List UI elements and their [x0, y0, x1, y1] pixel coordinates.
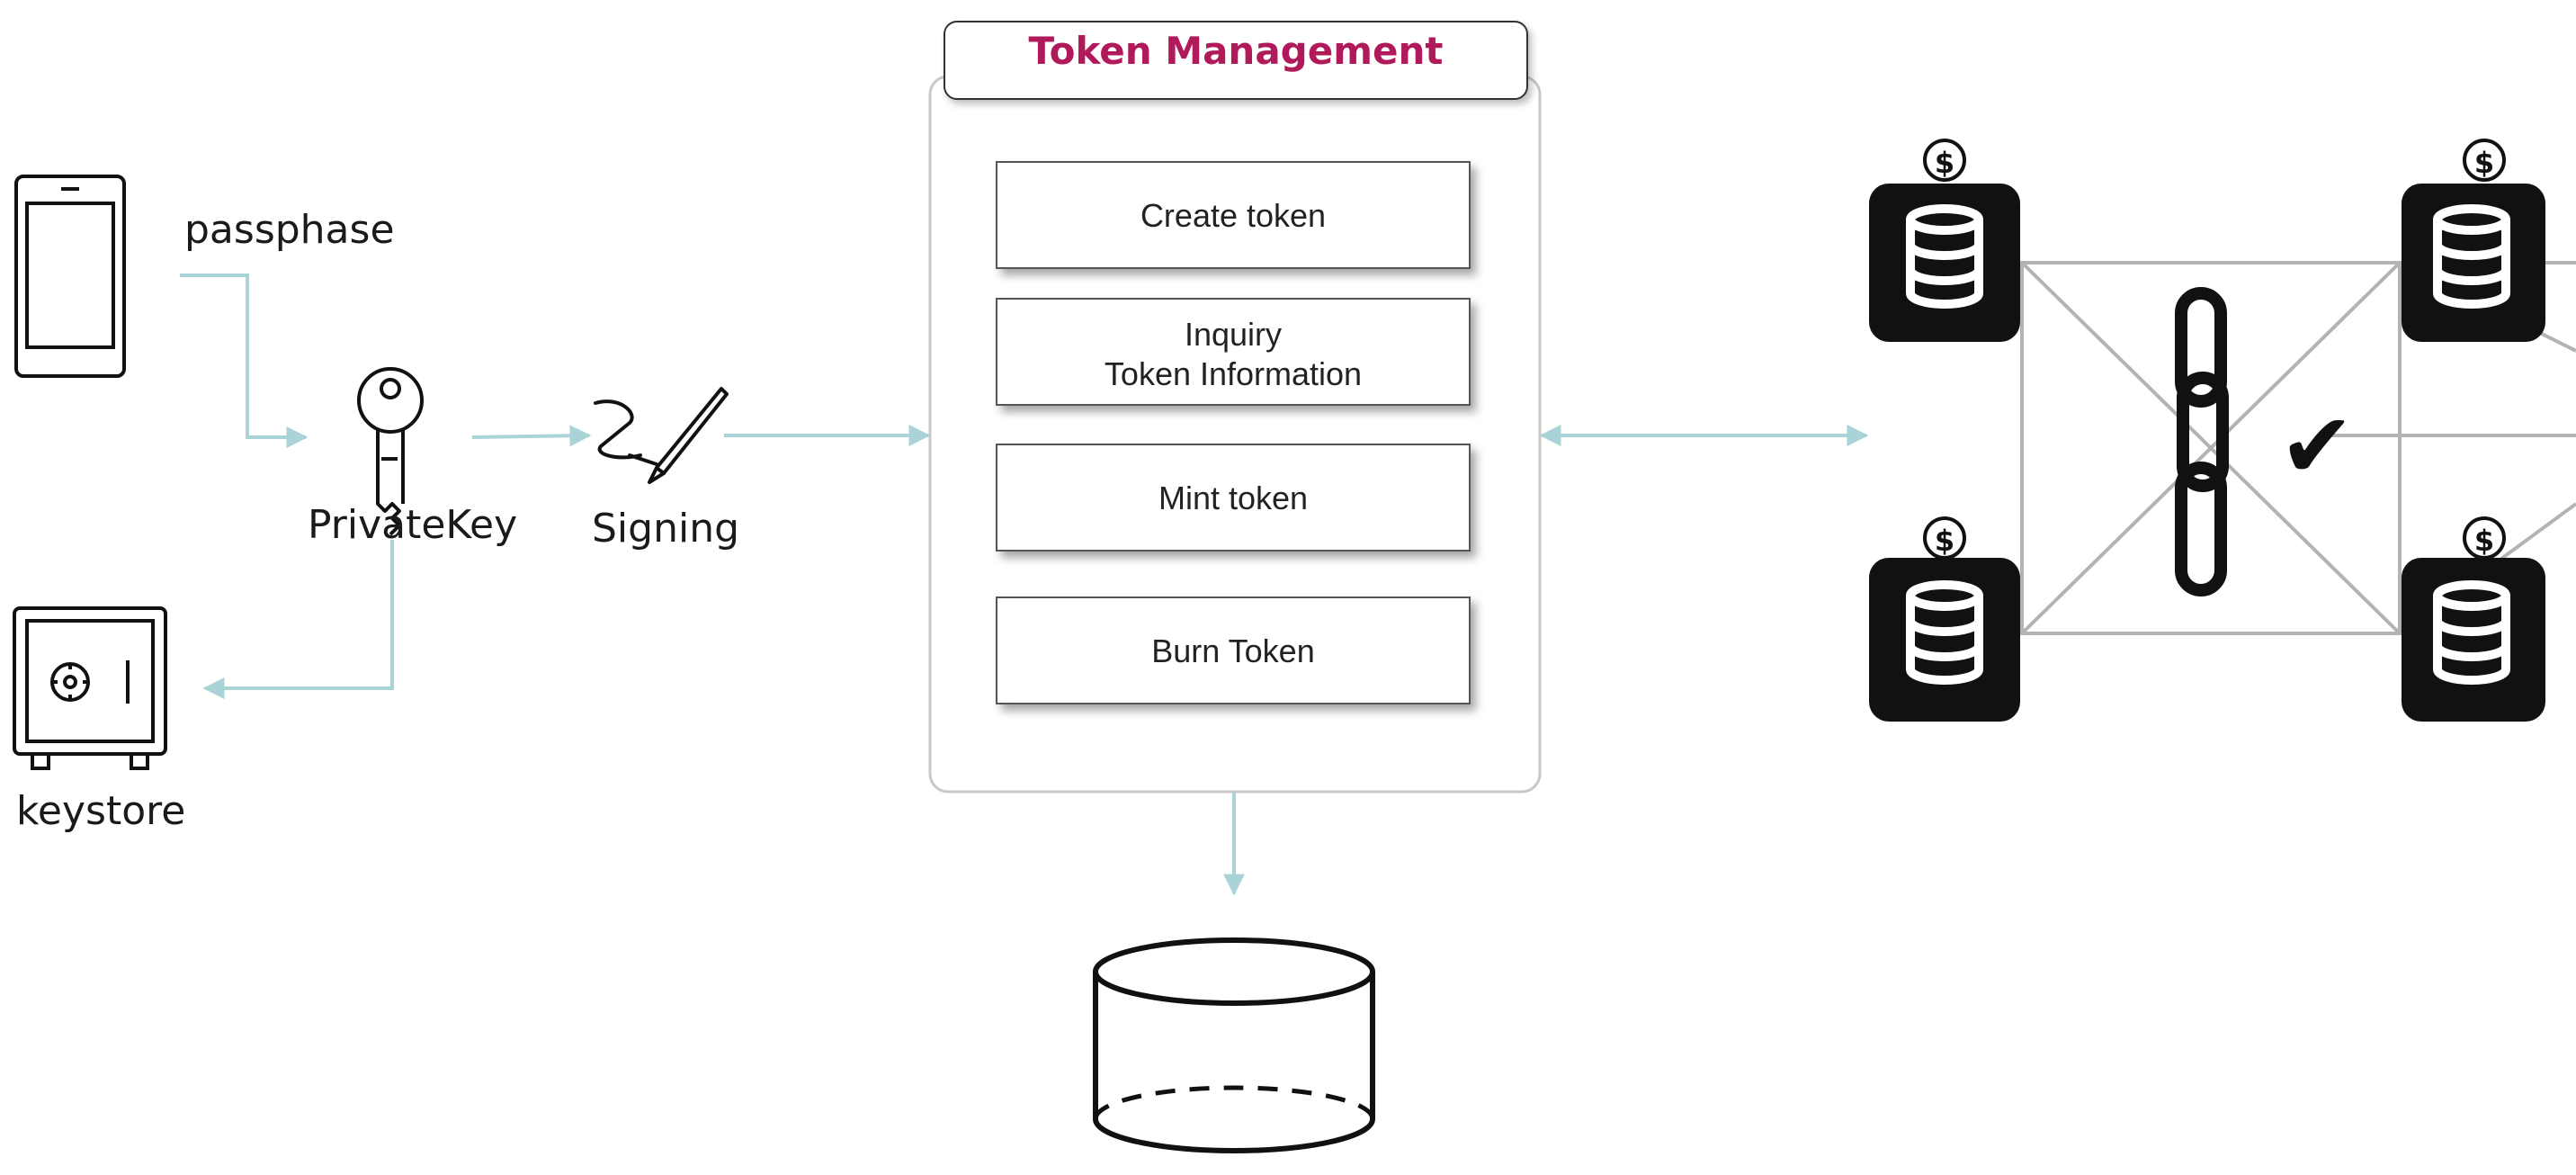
checkmark-icon: ✔	[2279, 393, 2355, 498]
token-management-title: Token Management	[1029, 29, 1444, 73]
coin-icon	[2463, 139, 2506, 182]
mint-token-label: Mint token	[1158, 480, 1308, 516]
inquiry-token-information-button[interactable]: Inquiry Token Information	[996, 298, 1471, 406]
burn-token-button[interactable]: Burn Token	[996, 596, 1471, 704]
coin-symbol: $	[1935, 524, 1954, 558]
key-to-signing-connector	[471, 425, 592, 447]
burn-token-label: Burn Token	[1151, 632, 1314, 669]
blockchain-node-top-left: $	[1869, 139, 2020, 342]
safe-icon	[13, 606, 167, 770]
coin-symbol: $	[1935, 146, 1954, 180]
database-stack-icon	[1906, 204, 1983, 309]
coin-symbol: $	[2474, 524, 2494, 558]
inquiry-label-line1: Inquiry	[1185, 316, 1282, 353]
passphrase-label: passphase	[184, 207, 395, 253]
mint-token-button[interactable]: Mint token	[996, 444, 1471, 552]
database-stack-icon	[2433, 580, 2510, 685]
blockchain-network: ✔ $ $	[1869, 139, 2576, 722]
smartphone-icon	[14, 175, 126, 378]
coin-symbol: $	[2474, 146, 2494, 180]
database-stack-icon	[1906, 580, 1983, 685]
key-icon	[357, 367, 424, 536]
token-management-title-box	[944, 21, 1528, 100]
connectors	[180, 274, 1869, 896]
database-icon	[1093, 937, 1375, 1153]
chain-link-icon	[2175, 287, 2229, 596]
private-key-label: PrivateKey	[308, 502, 517, 548]
create-token-label: Create token	[1140, 197, 1326, 234]
database-stack-icon	[2433, 204, 2510, 309]
blockchain-node-bottom-left: $	[1869, 516, 2020, 722]
keystore-label: keystore	[16, 788, 185, 834]
key-to-keystore-connector	[202, 540, 394, 699]
passphrase-to-key-connector	[180, 274, 309, 448]
token-operation-buttons: Create token Inquiry Token Information M…	[996, 161, 1471, 704]
signing-label: Signing	[592, 506, 739, 552]
blockchain-node-bottom-right: $	[2402, 516, 2545, 722]
coin-icon	[2463, 516, 2506, 560]
blockchain-node-top-right: $	[2402, 139, 2545, 342]
inquiry-label-line2: Token Information	[1105, 355, 1362, 392]
coin-icon	[1923, 516, 1966, 560]
coin-icon	[1923, 139, 1966, 182]
create-token-button[interactable]: Create token	[996, 161, 1471, 269]
signing-pen-icon	[594, 387, 729, 484]
